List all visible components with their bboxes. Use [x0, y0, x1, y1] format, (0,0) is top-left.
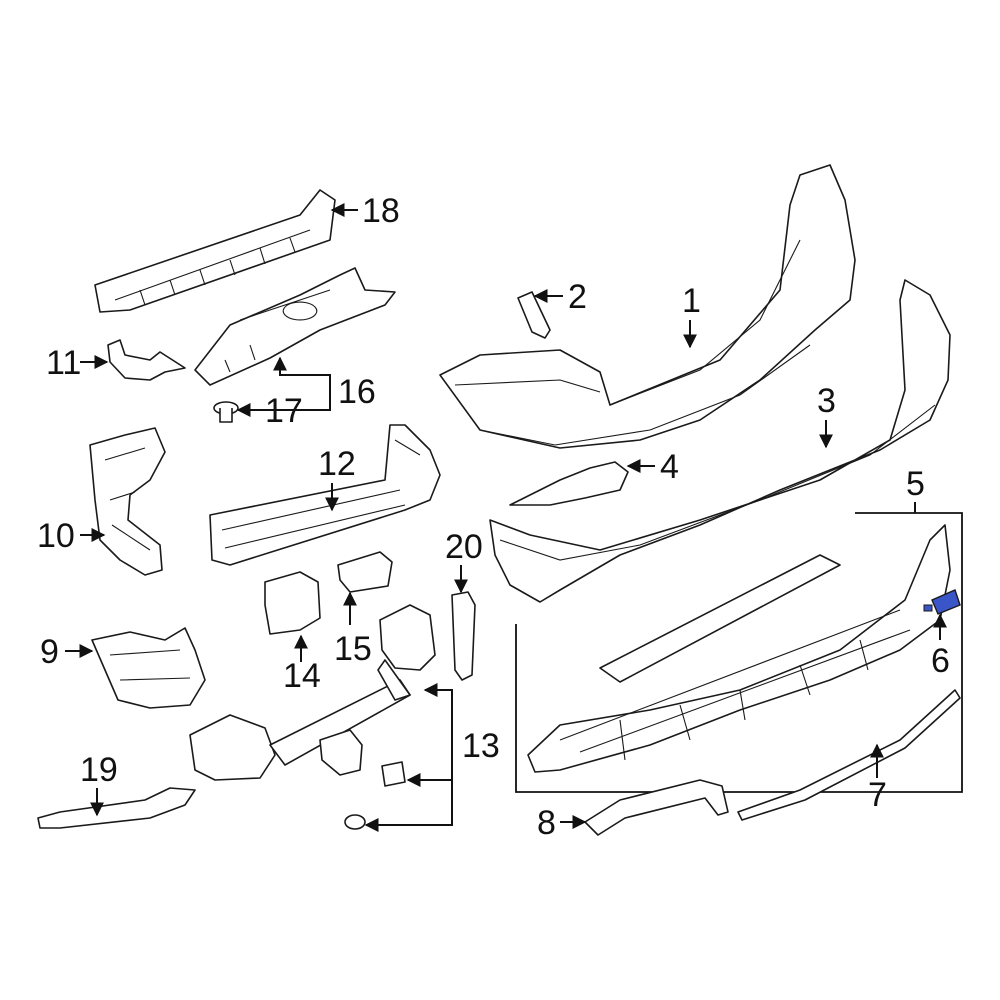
- callout-14: 14: [283, 657, 321, 695]
- part-16-energy-absorber[interactable]: [194, 267, 396, 386]
- part-10-side-bracket[interactable]: [89, 427, 166, 576]
- callout-3: 3: [817, 382, 836, 420]
- callout-1: 1: [682, 282, 701, 320]
- callout-15: 15: [334, 630, 372, 668]
- callout-11: 11: [46, 344, 81, 382]
- part-7-trim-strip[interactable]: [737, 689, 961, 821]
- callout-13: 13: [462, 727, 500, 765]
- part-12-impact-bar[interactable]: [209, 424, 441, 566]
- part-20-guide[interactable]: [451, 591, 476, 681]
- part-3-lower-cover[interactable]: [489, 279, 951, 603]
- part-15-bracket[interactable]: [337, 551, 393, 593]
- part-14-bracket[interactable]: [264, 571, 321, 635]
- callout-8: 8: [537, 804, 556, 842]
- part-6-highlighted-bracket[interactable]: [923, 589, 961, 615]
- part-8-finisher[interactable]: [584, 779, 729, 836]
- part-1-bumper-cover[interactable]: [439, 164, 856, 449]
- part-11-bracket[interactable]: [107, 339, 186, 381]
- part-9-lower-bracket[interactable]: [91, 627, 206, 709]
- callout-2: 2: [568, 278, 587, 316]
- part-5-assembly-frame: [515, 512, 963, 793]
- part-18-absorber-bracket[interactable]: [94, 189, 336, 313]
- callout-6: 6: [931, 642, 950, 680]
- callout-16: 16: [338, 373, 376, 411]
- callout-labels: 1 2 3 4 5 6 7 8 9 10 11 12 13 14 15 16 1…: [37, 192, 950, 842]
- part-2-bracket[interactable]: [517, 291, 551, 339]
- callout-20: 20: [445, 528, 483, 566]
- leader-lines: [65, 203, 947, 832]
- part-6-fill: [931, 589, 961, 615]
- callout-12: 12: [318, 445, 356, 483]
- part-17-push-pin[interactable]: [213, 401, 239, 423]
- callout-4: 4: [660, 448, 679, 486]
- part-13-trailer-hitch[interactable]: [189, 604, 436, 830]
- part-4-bracket[interactable]: [509, 461, 629, 506]
- callout-19: 19: [80, 751, 118, 789]
- callout-17: 17: [265, 392, 303, 430]
- callout-7: 7: [868, 776, 887, 814]
- part-5-diffuser[interactable]: [527, 524, 951, 773]
- callout-10: 10: [37, 517, 75, 555]
- callout-5: 5: [906, 465, 925, 503]
- callout-18: 18: [362, 192, 400, 230]
- callout-9: 9: [40, 633, 59, 671]
- part-19-trim-strip[interactable]: [37, 787, 196, 829]
